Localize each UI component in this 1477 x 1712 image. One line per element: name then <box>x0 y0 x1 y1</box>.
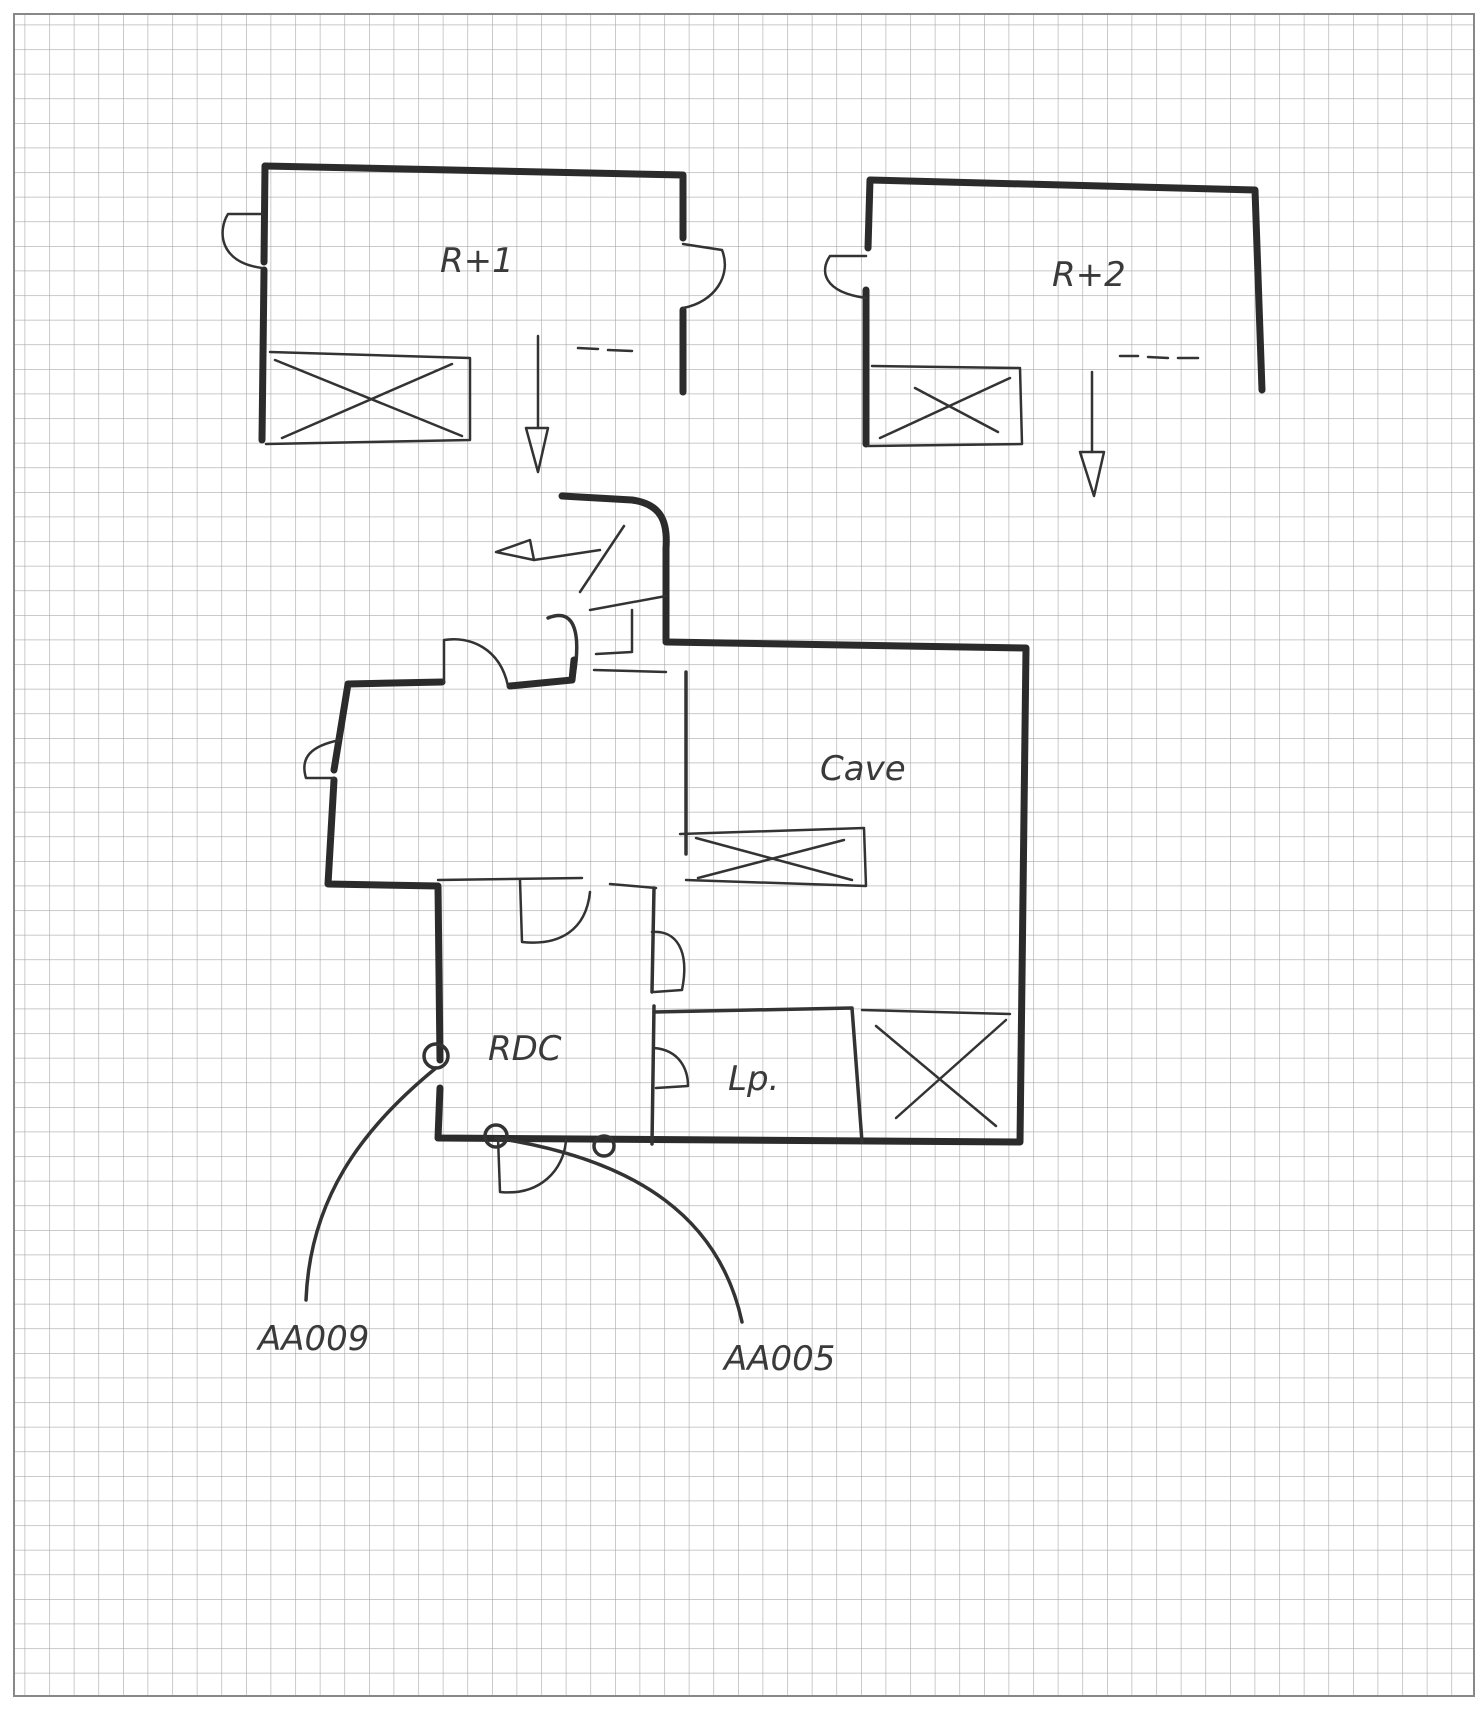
floor-r1 <box>221 162 727 474</box>
label-rdc: RDC <box>488 1029 562 1069</box>
label-lp: Lp. <box>728 1059 779 1099</box>
tag-aa009: AA009 <box>256 1319 369 1359</box>
floor-rdc <box>303 638 1030 1324</box>
label-cave: Cave <box>820 749 906 789</box>
label-r2: R+2 <box>1052 255 1126 295</box>
floor-r2 <box>823 176 1266 498</box>
label-r1: R+1 <box>440 241 514 281</box>
graph-paper <box>13 13 1475 1697</box>
tag-aa005: AA005 <box>722 1339 835 1379</box>
